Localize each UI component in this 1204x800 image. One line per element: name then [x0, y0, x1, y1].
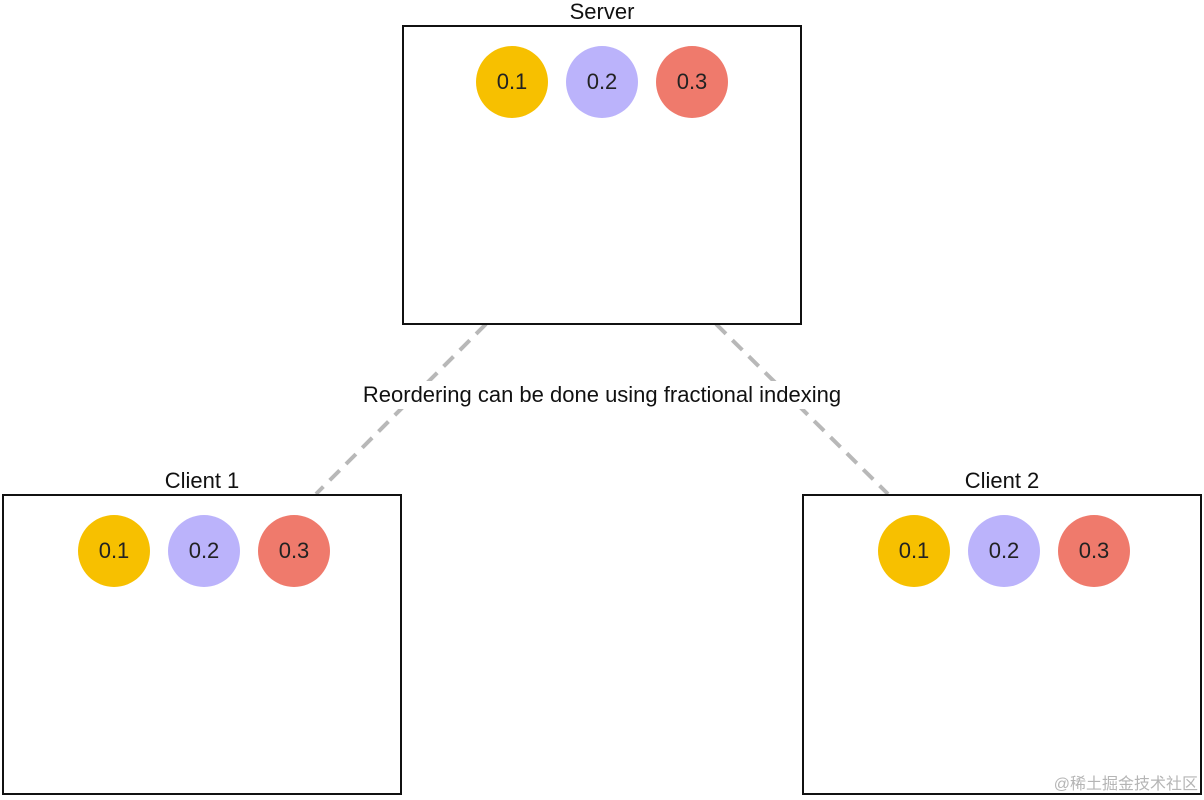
client1-box: 0.1 0.2 0.3 [2, 494, 402, 795]
client2-box: 0.1 0.2 0.3 [802, 494, 1202, 795]
client2-item-3: 0.3 [1058, 515, 1130, 587]
server-item-3: 0.3 [656, 46, 728, 118]
watermark: @稀土掘金技术社区 [1053, 776, 1198, 793]
client1-item-1: 0.1 [78, 515, 150, 587]
server-item-2: 0.2 [566, 46, 638, 118]
client1-label: Client 1 [164, 468, 240, 493]
client1-item-2: 0.2 [168, 515, 240, 587]
client2-label: Client 2 [964, 468, 1040, 493]
connector-server-client1 [314, 322, 488, 496]
client2-item-2: 0.2 [968, 515, 1040, 587]
connector-server-client2 [714, 322, 890, 496]
client1-item-3: 0.3 [258, 515, 330, 587]
diagram-caption: Reordering can be done using fractional … [250, 381, 954, 409]
client2-item-1: 0.1 [878, 515, 950, 587]
server-label: Server [569, 0, 635, 24]
server-box: 0.1 0.2 0.3 [402, 25, 802, 325]
server-item-1: 0.1 [476, 46, 548, 118]
